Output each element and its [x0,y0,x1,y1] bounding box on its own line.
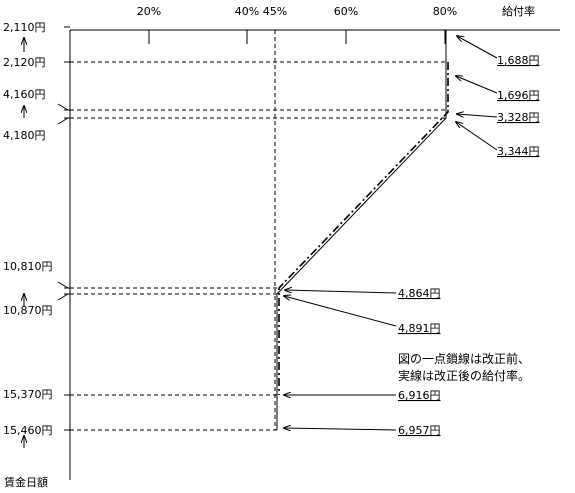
x-tick-label: 45% [263,5,287,18]
annotation-arrow [457,36,498,59]
x-tick-label: 20% [137,5,161,18]
annotation-arrow [285,290,397,294]
annotation-label: 3,328円 [497,111,540,124]
value-annotations: 1,688円 1,696円 3,328円 3,344円 4,864円 4,891円 6,91… [284,36,540,437]
pair-bracket [57,281,69,289]
y-tick-label: 2,120円 [3,56,46,69]
y-tick-label: 10,810円 [3,260,53,273]
x-tick-label: 60% [334,5,358,18]
pair-bracket [57,117,69,125]
annotation-label: 3,344円 [497,145,540,158]
pair-bracket [57,293,69,301]
y-tick-label: 4,160円 [3,88,46,101]
annotation-label: 1,688円 [497,54,540,67]
annotation-label: 4,864円 [398,287,441,300]
series-line-after [276,30,447,430]
pair-bracket [57,103,69,111]
note-line-1: 図の一点鎖線は改正前、 [398,351,530,366]
y-tick-label: 15,370円 [3,388,53,401]
x-axis-title: 給付率 [502,4,535,18]
x-tick-label: 80% [433,5,457,18]
annotation-label: 6,957円 [398,424,441,437]
note-line-2: 実線は改正後の給付率。 [398,368,530,383]
y-tick-label: 10,870円 [3,304,53,317]
y-tick-label: 4,180円 [3,129,46,142]
y-tick-label: 2,110円 [3,21,46,34]
series-lines [276,30,449,430]
annotation-label: 1,696円 [497,89,540,102]
series-line-before [278,62,449,395]
annotation-arrow [456,76,498,94]
y-axis-title: 賃金日額 [4,475,48,489]
annotation-arrow [457,114,498,117]
annotation-arrow [284,296,397,327]
x-ticks: 20% 40% 45% 60% 80% [137,5,457,44]
guide-lines [70,30,446,431]
annotation-label: 6,916円 [398,389,441,402]
annotation-arrow [456,122,498,151]
x-tick-label: 40% [235,5,259,18]
annotation-label: 4,891円 [398,322,441,335]
annotation-arrow [284,428,397,430]
y-ticks: 2,110円 2,120円 4,160円 4,180円 10,810円 10,870円 15… [3,21,70,448]
y-tick-label: 15,460円 [3,424,53,437]
